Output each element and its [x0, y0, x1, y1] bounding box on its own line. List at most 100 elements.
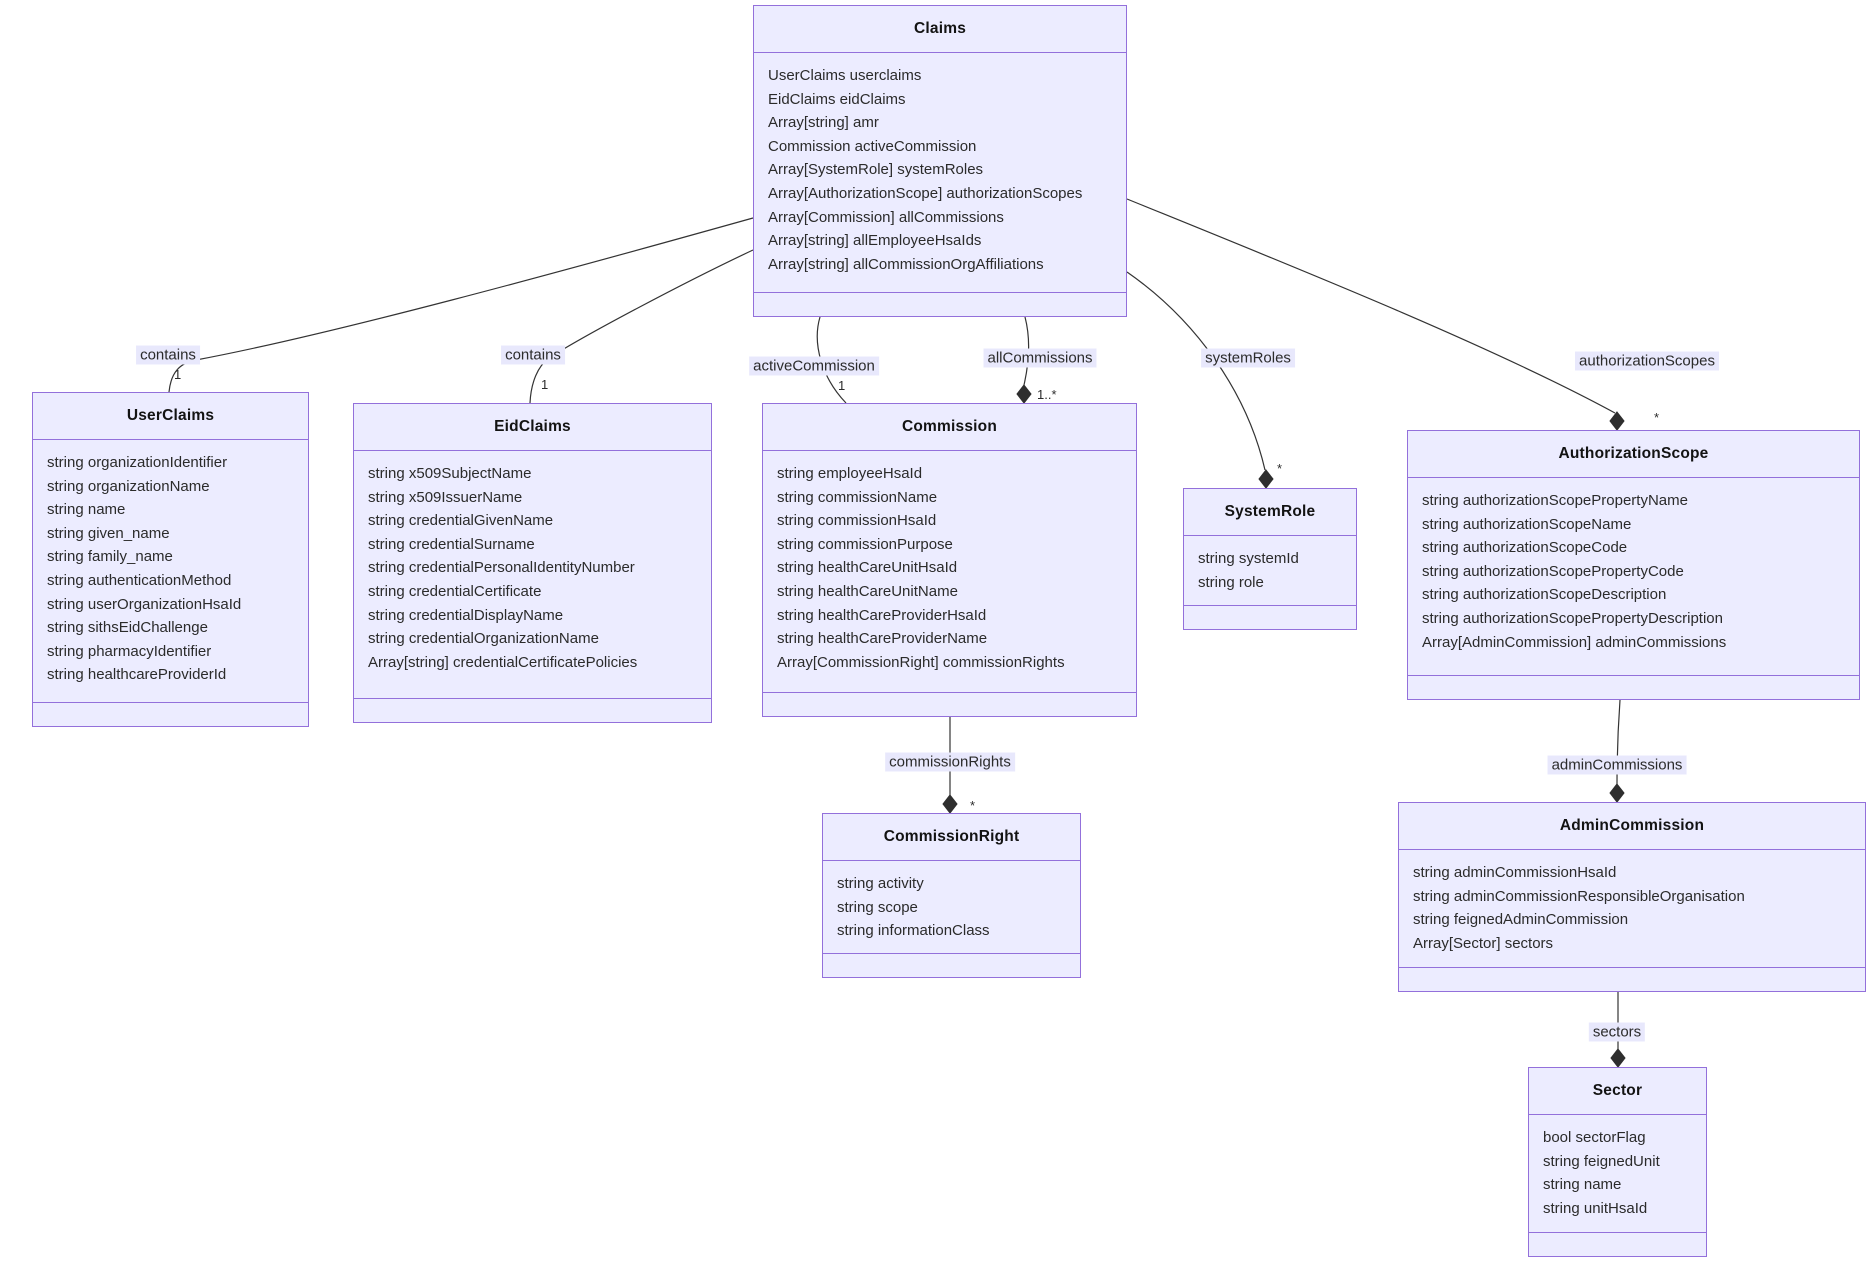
class-title-userclaims: UserClaims — [33, 393, 308, 440]
edge-authorizationscope-admincommissions — [1616, 699, 1621, 785]
edge-label-admincommissions: adminCommissions — [1547, 755, 1687, 775]
class-attribute: Array[Commission] allCommissions — [768, 208, 1004, 226]
class-attribute: string scope — [837, 898, 918, 916]
edge-label-allcommissions: allCommissions — [983, 348, 1097, 368]
class-attribute: UserClaims userclaims — [768, 67, 922, 84]
class-box-commissionright: CommissionRight string activity string sc… — [822, 813, 1081, 978]
class-attribute: string healthCareProviderName — [777, 630, 988, 648]
edge-claims-authorizationscopes — [1126, 198, 1616, 414]
class-box-commission: Commission string employeeHsaId string co… — [762, 403, 1137, 717]
edge-label-activecommission: activeCommission — [749, 356, 879, 376]
class-methods-compartment — [1408, 675, 1859, 699]
class-attribute: Array[CommissionRight] commissionRights — [777, 653, 1065, 671]
class-attribute: string credentialDisplayName — [368, 606, 564, 624]
multiplicity-activecommission: 1 — [838, 378, 846, 393]
class-methods-compartment — [1184, 605, 1356, 629]
class-methods-compartment — [1399, 967, 1865, 991]
class-title-systemrole: SystemRole — [1184, 489, 1356, 536]
multiplicity-eidclaims: 1 — [541, 377, 549, 392]
class-attribute: string authorizationScopePropertyDescrip… — [1422, 609, 1723, 627]
class-attribute: string systemId — [1198, 550, 1299, 567]
class-attribute: string credentialGivenName — [368, 512, 554, 530]
multiplicity-userclaims: 1 — [174, 367, 182, 382]
class-attribute: string x509SubjectName — [368, 465, 532, 482]
class-box-authorizationscope: AuthorizationScope string authorizationS… — [1407, 430, 1860, 700]
edge-label-systemroles: systemRoles — [1201, 348, 1295, 368]
edge-label-authorizationscopes: authorizationScopes — [1575, 351, 1719, 371]
class-attribute: string activity — [837, 875, 924, 892]
composition-diamond-icon — [1016, 384, 1032, 404]
class-attribute: bool sectorFlag — [1543, 1129, 1646, 1146]
class-attribute: string sithsEidChallenge — [47, 619, 208, 637]
class-methods-compartment — [754, 292, 1126, 316]
composition-diamond-icon — [1609, 783, 1625, 803]
class-attribute: string credentialPersonalIdentityNumber — [368, 559, 635, 577]
class-attribute: string commissionPurpose — [777, 535, 953, 553]
class-attribute: string name — [47, 501, 126, 519]
class-title-commission: Commission — [763, 404, 1136, 451]
class-attribute: string authorizationScopeCode — [1422, 539, 1628, 557]
edge-claims-systemroles — [1126, 271, 1266, 471]
composition-diamond-icon — [1258, 469, 1274, 489]
class-attribute: Array[AdminCommission] adminCommissions — [1422, 633, 1727, 651]
class-attribute: string userOrganizationHsaId — [47, 595, 242, 613]
class-attribute: string commissionName — [777, 488, 938, 506]
class-methods-compartment — [33, 702, 308, 726]
class-attribute: string feignedAdminCommission — [1413, 911, 1629, 929]
class-attribute: Array[string] allEmployeeHsaIds — [768, 232, 982, 250]
class-attribute: string given_name — [47, 524, 170, 542]
class-attribute: string adminCommissionResponsibleOrganis… — [1413, 887, 1745, 905]
class-attribute: string name — [1543, 1176, 1622, 1194]
class-attribute: Array[SystemRole] systemRoles — [768, 161, 984, 179]
composition-diamond-icon — [1610, 1048, 1626, 1068]
class-attribute: string authorizationScopePropertyName — [1422, 492, 1688, 509]
class-attribute: string healthCareProviderHsaId — [777, 606, 987, 624]
class-methods-compartment — [1529, 1232, 1706, 1256]
edge-label-contains-userclaims: contains — [136, 345, 200, 365]
class-title-claims: Claims — [754, 6, 1126, 53]
composition-diamond-icon — [942, 794, 958, 814]
class-attribute: string authorizationScopeDescription — [1422, 586, 1667, 604]
class-attribute: string family_name — [47, 548, 173, 566]
edge-label-sectors: sectors — [1588, 1022, 1646, 1042]
class-attributes-eidclaims: string x509SubjectName string x509IssuerN… — [354, 451, 711, 698]
class-title-commissionright: CommissionRight — [823, 814, 1080, 861]
class-attribute: string credentialCertificate — [368, 582, 542, 600]
class-attribute: Array[string] amr — [768, 114, 879, 132]
edge-label-contains-eidclaims: contains — [501, 345, 565, 365]
multiplicity-authorizationscopes: * — [1654, 410, 1660, 425]
edge-label-commissionrights: commissionRights — [885, 752, 1015, 772]
class-box-admincommission: AdminCommission string adminCommissionHs… — [1398, 802, 1866, 992]
class-attribute: string unitHsaId — [1543, 1199, 1648, 1217]
class-attribute: string credentialSurname — [368, 535, 535, 553]
class-attributes-commission: string employeeHsaId string commissionNam… — [763, 451, 1136, 692]
multiplicity-systemroles: * — [1277, 461, 1283, 476]
class-attribute: Commission activeCommission — [768, 137, 977, 155]
class-attribute: string commissionHsaId — [777, 512, 937, 530]
class-attributes-admincommission: string adminCommissionHsaId string adminC… — [1399, 850, 1865, 967]
class-attribute: string authenticationMethod — [47, 571, 232, 589]
class-methods-compartment — [763, 692, 1136, 716]
class-attribute: Array[string] allCommissionOrgAffiliatio… — [768, 255, 1044, 273]
class-attribute: string pharmacyIdentifier — [47, 642, 212, 660]
class-box-userclaims: UserClaims string organizationIdentifier… — [32, 392, 309, 727]
class-attribute: string credentialOrganizationName — [368, 630, 599, 648]
class-attribute: Array[string] credentialCertificatePolic… — [368, 653, 638, 671]
edge-claims-userclaims — [168, 217, 754, 393]
class-attribute: string employeeHsaId — [777, 465, 923, 482]
class-attribute: string adminCommissionHsaId — [1413, 864, 1617, 881]
class-attributes-authorizationscope: string authorizationScopePropertyName str… — [1408, 478, 1859, 675]
class-attribute: Array[AuthorizationScope] authorizationS… — [768, 184, 1083, 202]
class-attribute: Array[Sector] sectors — [1413, 934, 1554, 952]
class-attribute: string x509IssuerName — [368, 488, 523, 506]
class-methods-compartment — [823, 953, 1080, 977]
class-attribute: string organizationIdentifier — [47, 454, 228, 471]
